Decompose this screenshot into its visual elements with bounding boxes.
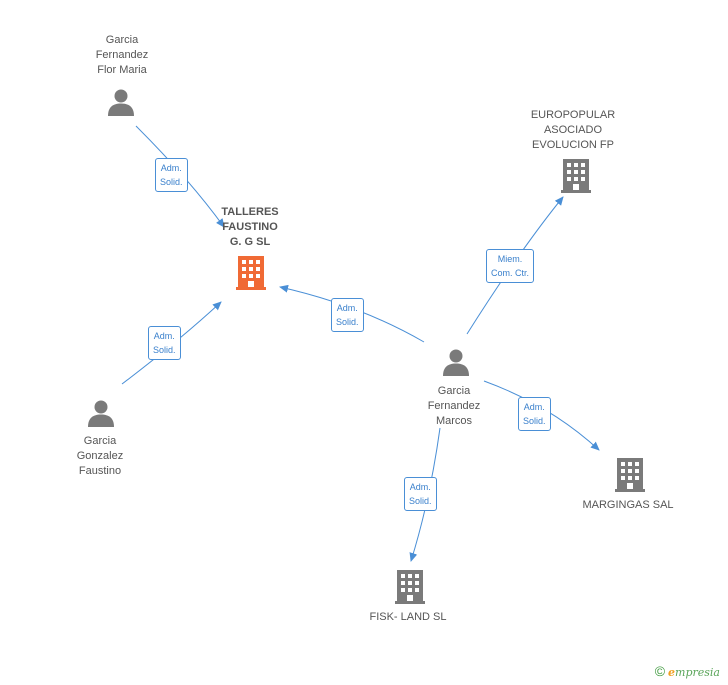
building-icon[interactable] (615, 458, 645, 492)
empresia-watermark: ©empresia (654, 663, 720, 679)
person-icon[interactable] (443, 349, 469, 377)
node-label-garcia-fernandez-marcos[interactable]: Garcia Fernandez Marcos (427, 385, 481, 427)
person-icon[interactable] (108, 89, 134, 117)
edge-badge-miem-com-ctr: Miem. Com. Ctr. (486, 249, 535, 283)
building-icon[interactable] (561, 159, 591, 193)
node-label-europopular[interactable]: EUROPOPULAR ASOCIADO EVOLUCION FP (530, 109, 616, 151)
node-label-garcia-fernandez-flor-maria[interactable]: Garcia Fernandez Flor Maria (95, 34, 149, 76)
person-icon[interactable] (88, 400, 114, 428)
node-label-talleres-faustino[interactable]: TALLERES FAUSTINO G. G SL (221, 206, 279, 248)
building-icon[interactable] (395, 570, 425, 604)
edge-badge-adm-solid: Adm. Solid. (518, 397, 551, 431)
node-label-garcia-gonzalez-faustino[interactable]: Garcia Gonzalez Faustino (76, 435, 124, 477)
edge-badge-adm-solid: Adm. Solid. (331, 298, 364, 332)
node-label-margingas[interactable]: MARGINGAS SAL (582, 499, 674, 511)
edge-badge-adm-solid: Adm. Solid. (404, 477, 437, 511)
node-label-fisk-land[interactable]: FISK- LAND SL (369, 611, 447, 623)
edge-badge-adm-solid: Adm. Solid. (155, 158, 188, 192)
main-company-building-icon[interactable] (236, 256, 266, 290)
copyright-icon: © (654, 663, 666, 679)
edge-badge-adm-solid: Adm. Solid. (148, 326, 181, 360)
